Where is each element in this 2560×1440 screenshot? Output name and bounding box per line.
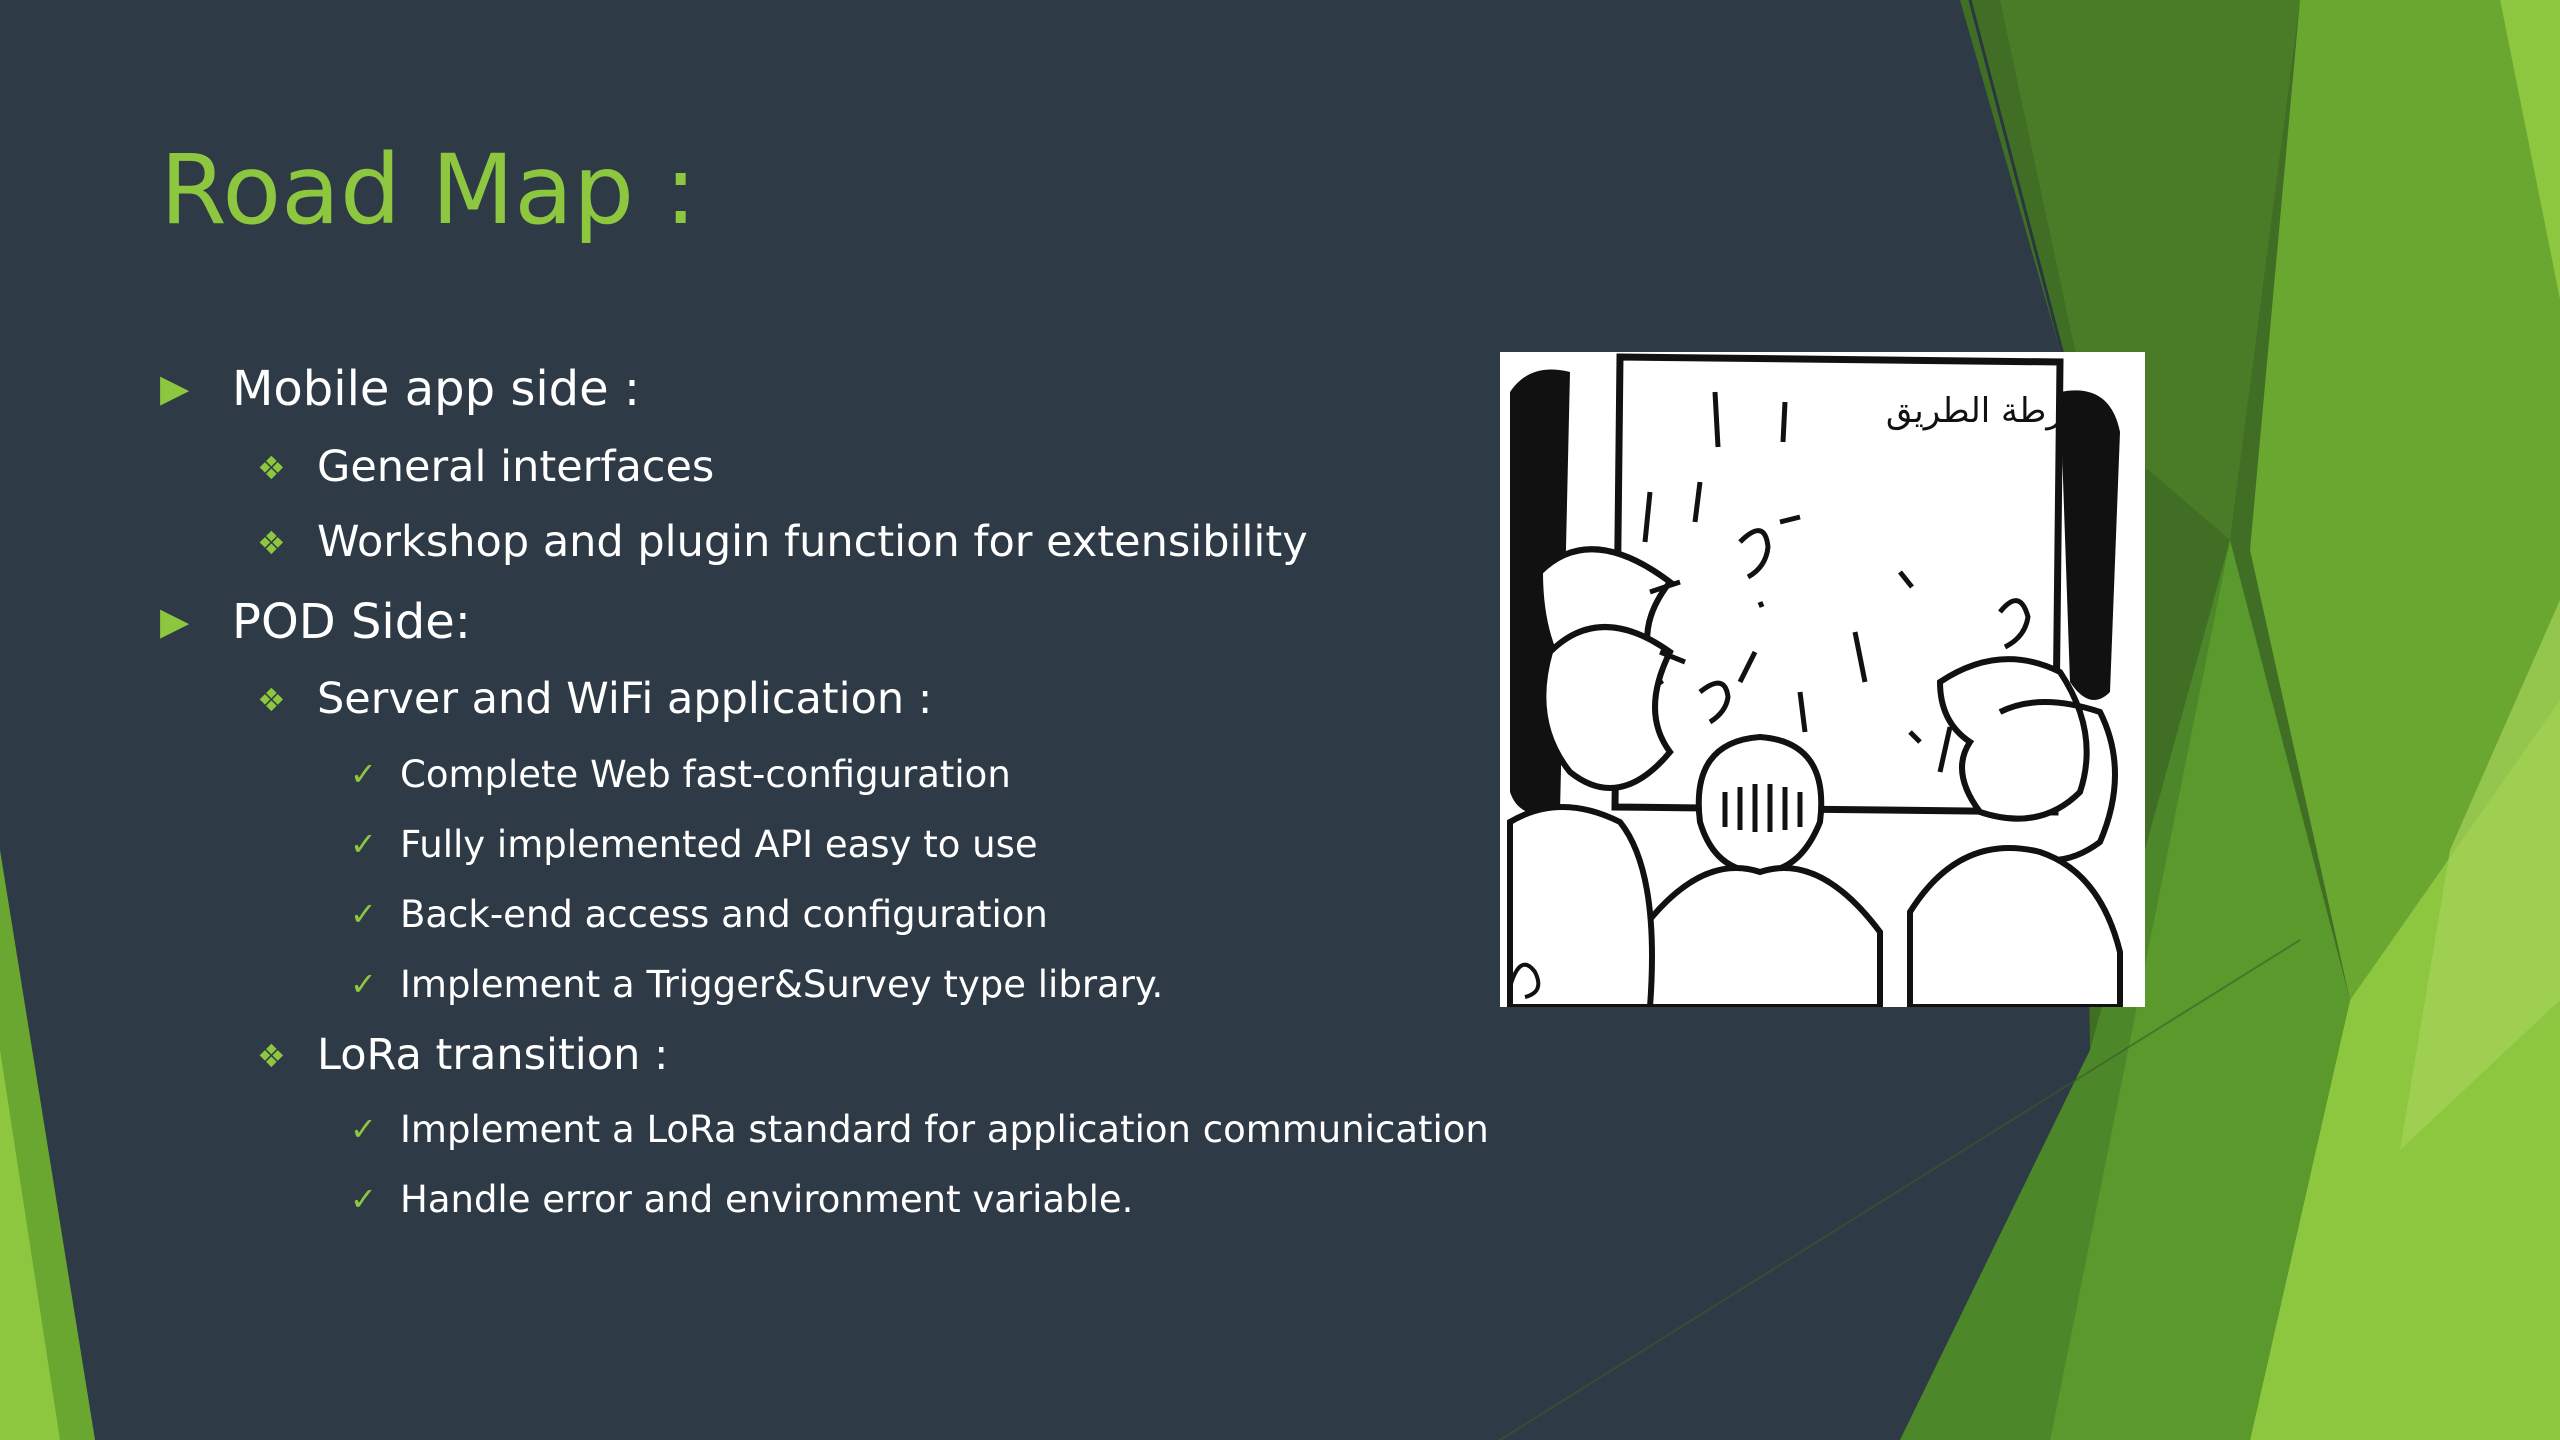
bullet-lora-standard: ✓ Implement a LoRa standard for applicat… xyxy=(350,1108,1489,1151)
bullet-label: Handle error and environment variable. xyxy=(400,1178,1134,1221)
bullet-pod-side: ▶ POD Side: xyxy=(160,598,471,646)
bullet-label: LoRa transition : xyxy=(317,1030,669,1080)
bullet-api: ✓ Fully implemented API easy to use xyxy=(350,823,1038,866)
diamond-bullet-icon: ❖ xyxy=(257,1037,286,1075)
check-bullet-icon: ✓ xyxy=(350,1180,377,1218)
bullet-label: Implement a LoRa standard for applicatio… xyxy=(400,1108,1489,1151)
triangle-bullet-icon: ▶ xyxy=(160,366,190,410)
check-bullet-icon: ✓ xyxy=(350,965,377,1003)
bullet-label: Back-end access and configuration xyxy=(400,893,1048,936)
bullet-lora-transition: ❖ LoRa transition : xyxy=(257,1034,668,1077)
board-caption: خارطة الطريق xyxy=(1886,391,2094,431)
slide-title: Road Map : xyxy=(160,134,697,246)
bullet-backend: ✓ Back-end access and configuration xyxy=(350,893,1048,936)
diamond-bullet-icon: ❖ xyxy=(257,449,286,487)
bullet-label: Workshop and plugin function for extensi… xyxy=(317,517,1308,567)
bullet-web-config: ✓ Complete Web fast-configuration xyxy=(350,753,1011,796)
check-bullet-icon: ✓ xyxy=(350,755,377,793)
bullet-workshop-plugin: ❖ Workshop and plugin function for exten… xyxy=(257,521,1308,564)
cartoon-drawing: خارطة الطريق xyxy=(1500,352,2145,1007)
check-bullet-icon: ✓ xyxy=(350,1110,377,1148)
triangle-bullet-icon: ▶ xyxy=(160,599,190,643)
bullet-label: Mobile app side : xyxy=(232,361,641,417)
bullet-label: Complete Web fast-configuration xyxy=(400,753,1011,796)
bullet-general-interfaces: ❖ General interfaces xyxy=(257,446,714,489)
bullet-trigger-library: ✓ Implement a Trigger&Survey type librar… xyxy=(350,963,1164,1006)
bullet-label: Server and WiFi application : xyxy=(317,674,933,724)
bullet-label: General interfaces xyxy=(317,442,715,492)
check-bullet-icon: ✓ xyxy=(350,825,377,863)
bullet-mobile-app-side: ▶ Mobile app side : xyxy=(160,365,640,413)
bullet-label: Fully implemented API easy to use xyxy=(400,823,1038,866)
bullet-server-wifi: ❖ Server and WiFi application : xyxy=(257,678,932,721)
cartoon-road-map-illustration: خارطة الطريق xyxy=(1500,352,2145,1007)
diamond-bullet-icon: ❖ xyxy=(257,681,286,719)
bullet-label: Implement a Trigger&Survey type library. xyxy=(400,963,1164,1006)
bullet-label: POD Side: xyxy=(232,594,471,650)
check-bullet-icon: ✓ xyxy=(350,895,377,933)
bullet-handle-error: ✓ Handle error and environment variable. xyxy=(350,1178,1134,1221)
diamond-bullet-icon: ❖ xyxy=(257,524,286,562)
